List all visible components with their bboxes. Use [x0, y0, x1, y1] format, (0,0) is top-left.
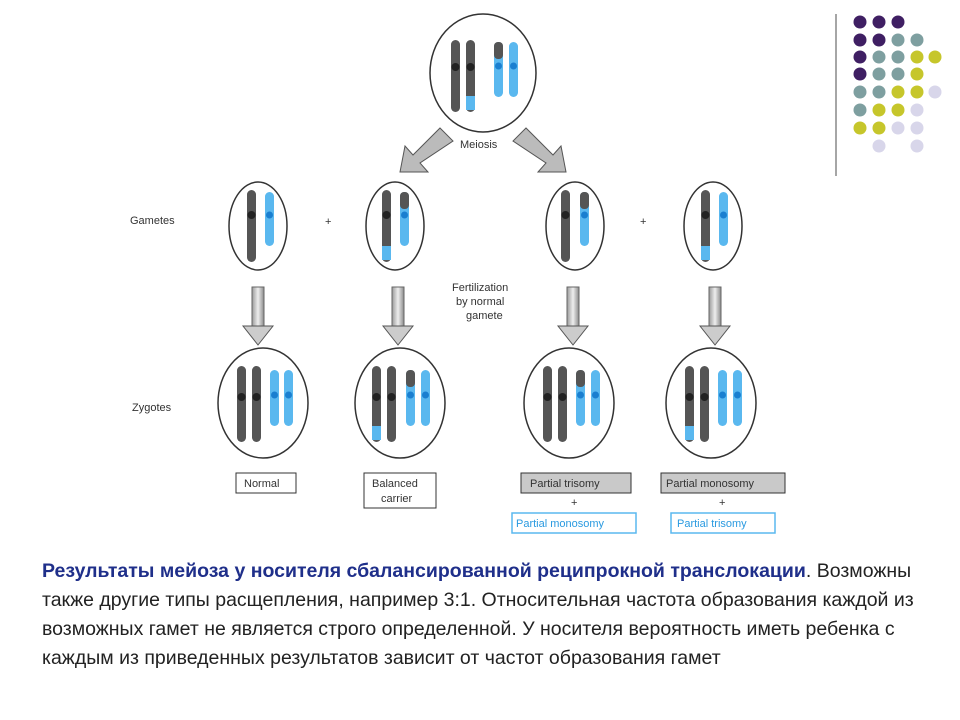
gamete-cell-1	[228, 181, 288, 271]
gamete-cell-4	[683, 181, 743, 271]
gametes-plus-left: +	[325, 216, 331, 228]
meiosis-label: Meiosis	[460, 139, 498, 151]
label-monosomy-a: Partial monosomy	[516, 518, 605, 530]
label-trisomy-b: Partial trisomy	[677, 518, 747, 530]
meiosis-arrow-right	[512, 127, 567, 173]
gamete-cell-2	[365, 181, 425, 271]
label-plus-a: +	[571, 497, 577, 509]
fertilization-line-2: by normal	[456, 296, 504, 308]
label-plus-b: +	[719, 497, 725, 509]
caption: Результаты мейоза у носителя сбалансиров…	[42, 557, 932, 673]
gamete-cell-3	[545, 181, 605, 271]
down-arrow-3	[556, 286, 590, 346]
label-normal: Normal	[244, 478, 279, 490]
gametes-plus-right: +	[640, 216, 646, 228]
label-trisomy-a: Partial trisomy	[530, 478, 600, 490]
meiosis-arrow-left	[399, 127, 454, 173]
label-monosomy-b: Partial monosomy	[666, 478, 755, 490]
zygote-balanced	[354, 347, 446, 459]
zygote-monosomy-a	[665, 347, 757, 459]
caption-highlight: Результаты мейоза у носителя сбалансиров…	[42, 560, 806, 582]
gametes-label: Gametes	[130, 215, 175, 227]
down-arrow-2	[381, 286, 415, 346]
label-trisomy-a-box: Partial trisomy	[520, 472, 632, 494]
zygote-normal	[217, 347, 309, 459]
label-balanced-line-2: carrier	[381, 493, 413, 505]
down-arrow-4	[698, 286, 732, 346]
zygote-trisomy-a	[523, 347, 615, 459]
label-monosomy-b-box: Partial monosomy	[660, 472, 786, 494]
zygotes-label: Zygotes	[132, 402, 172, 414]
label-balanced-box: Balanced carrier	[363, 472, 437, 509]
label-monosomy-a-box: Partial monosomy	[511, 512, 637, 534]
decorative-dot-grid	[835, 14, 942, 176]
parent-cell	[429, 13, 537, 133]
label-normal-box: Normal	[235, 472, 297, 494]
fertilization-line-3: gamete	[466, 310, 503, 322]
label-balanced-line-1: Balanced	[372, 478, 418, 490]
fertilization-line-1: Fertilization	[452, 282, 508, 294]
down-arrow-1	[241, 286, 275, 346]
caption-rest: . Возможны также другие типы расщепления…	[42, 560, 914, 669]
label-trisomy-b-box: Partial trisomy	[670, 512, 776, 534]
